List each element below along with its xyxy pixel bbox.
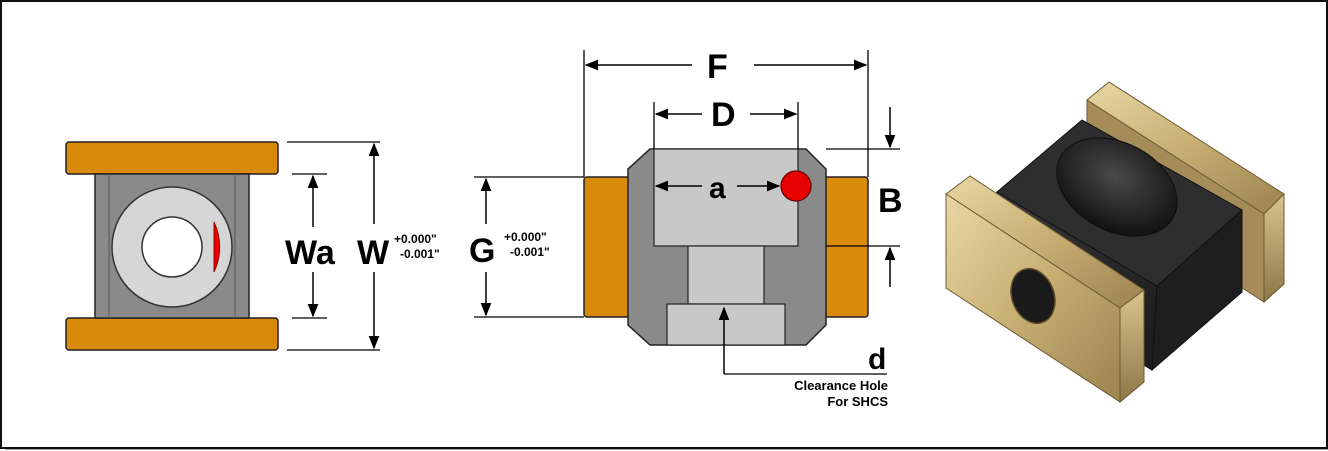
set-screw-dot: [780, 170, 812, 202]
top-rail: [65, 141, 279, 175]
note-for-shcs: For SHCS: [827, 394, 888, 409]
label-b: B: [878, 182, 903, 220]
note-clearance-hole: Clearance Hole: [794, 378, 888, 393]
through-hole: [687, 245, 765, 305]
front-rail-side: [1119, 289, 1145, 404]
set-screw-red: [213, 221, 221, 273]
block-front-right: [1151, 208, 1243, 372]
label-d-upper: D: [711, 96, 736, 134]
bottom-rail: [65, 317, 279, 351]
counterbore-top: [653, 148, 799, 247]
dimension-d-upper: D: [653, 96, 799, 149]
right-rail-section: [819, 176, 869, 318]
label-wa: Wa: [285, 234, 336, 272]
w-tol-minus: -0.001": [400, 247, 440, 261]
dimension-a: a: [654, 172, 781, 205]
label-g: G: [469, 232, 495, 270]
dimension-wa: Wa: [285, 173, 336, 319]
dimension-f: F: [583, 48, 869, 177]
g-tol-plus: +0.000": [504, 230, 547, 244]
w-tol-plus: +0.000": [394, 232, 437, 246]
label-d-lower: d: [868, 343, 886, 376]
block-top-bore: [1056, 137, 1178, 237]
label-a: a: [709, 172, 726, 205]
g-tol-minus: -0.001": [510, 245, 550, 259]
dimension-b: B: [826, 107, 903, 287]
label-f: F: [707, 48, 728, 86]
front-rail-hole: [1010, 267, 1056, 325]
left-end-view: [65, 141, 279, 351]
bore-hole: [141, 216, 203, 278]
counterbore-bottom: [666, 303, 786, 346]
isometric-3d-view: [945, 81, 1285, 404]
dimension-d-lower: d Clearance Hole For SHCS: [718, 306, 888, 409]
dimension-g: G +0.000" -0.001": [469, 176, 584, 318]
label-w: W: [357, 234, 390, 272]
left-rail-section: [583, 176, 633, 318]
dimension-w: W +0.000" -0.001": [287, 141, 440, 351]
center-section-view: [583, 148, 869, 346]
